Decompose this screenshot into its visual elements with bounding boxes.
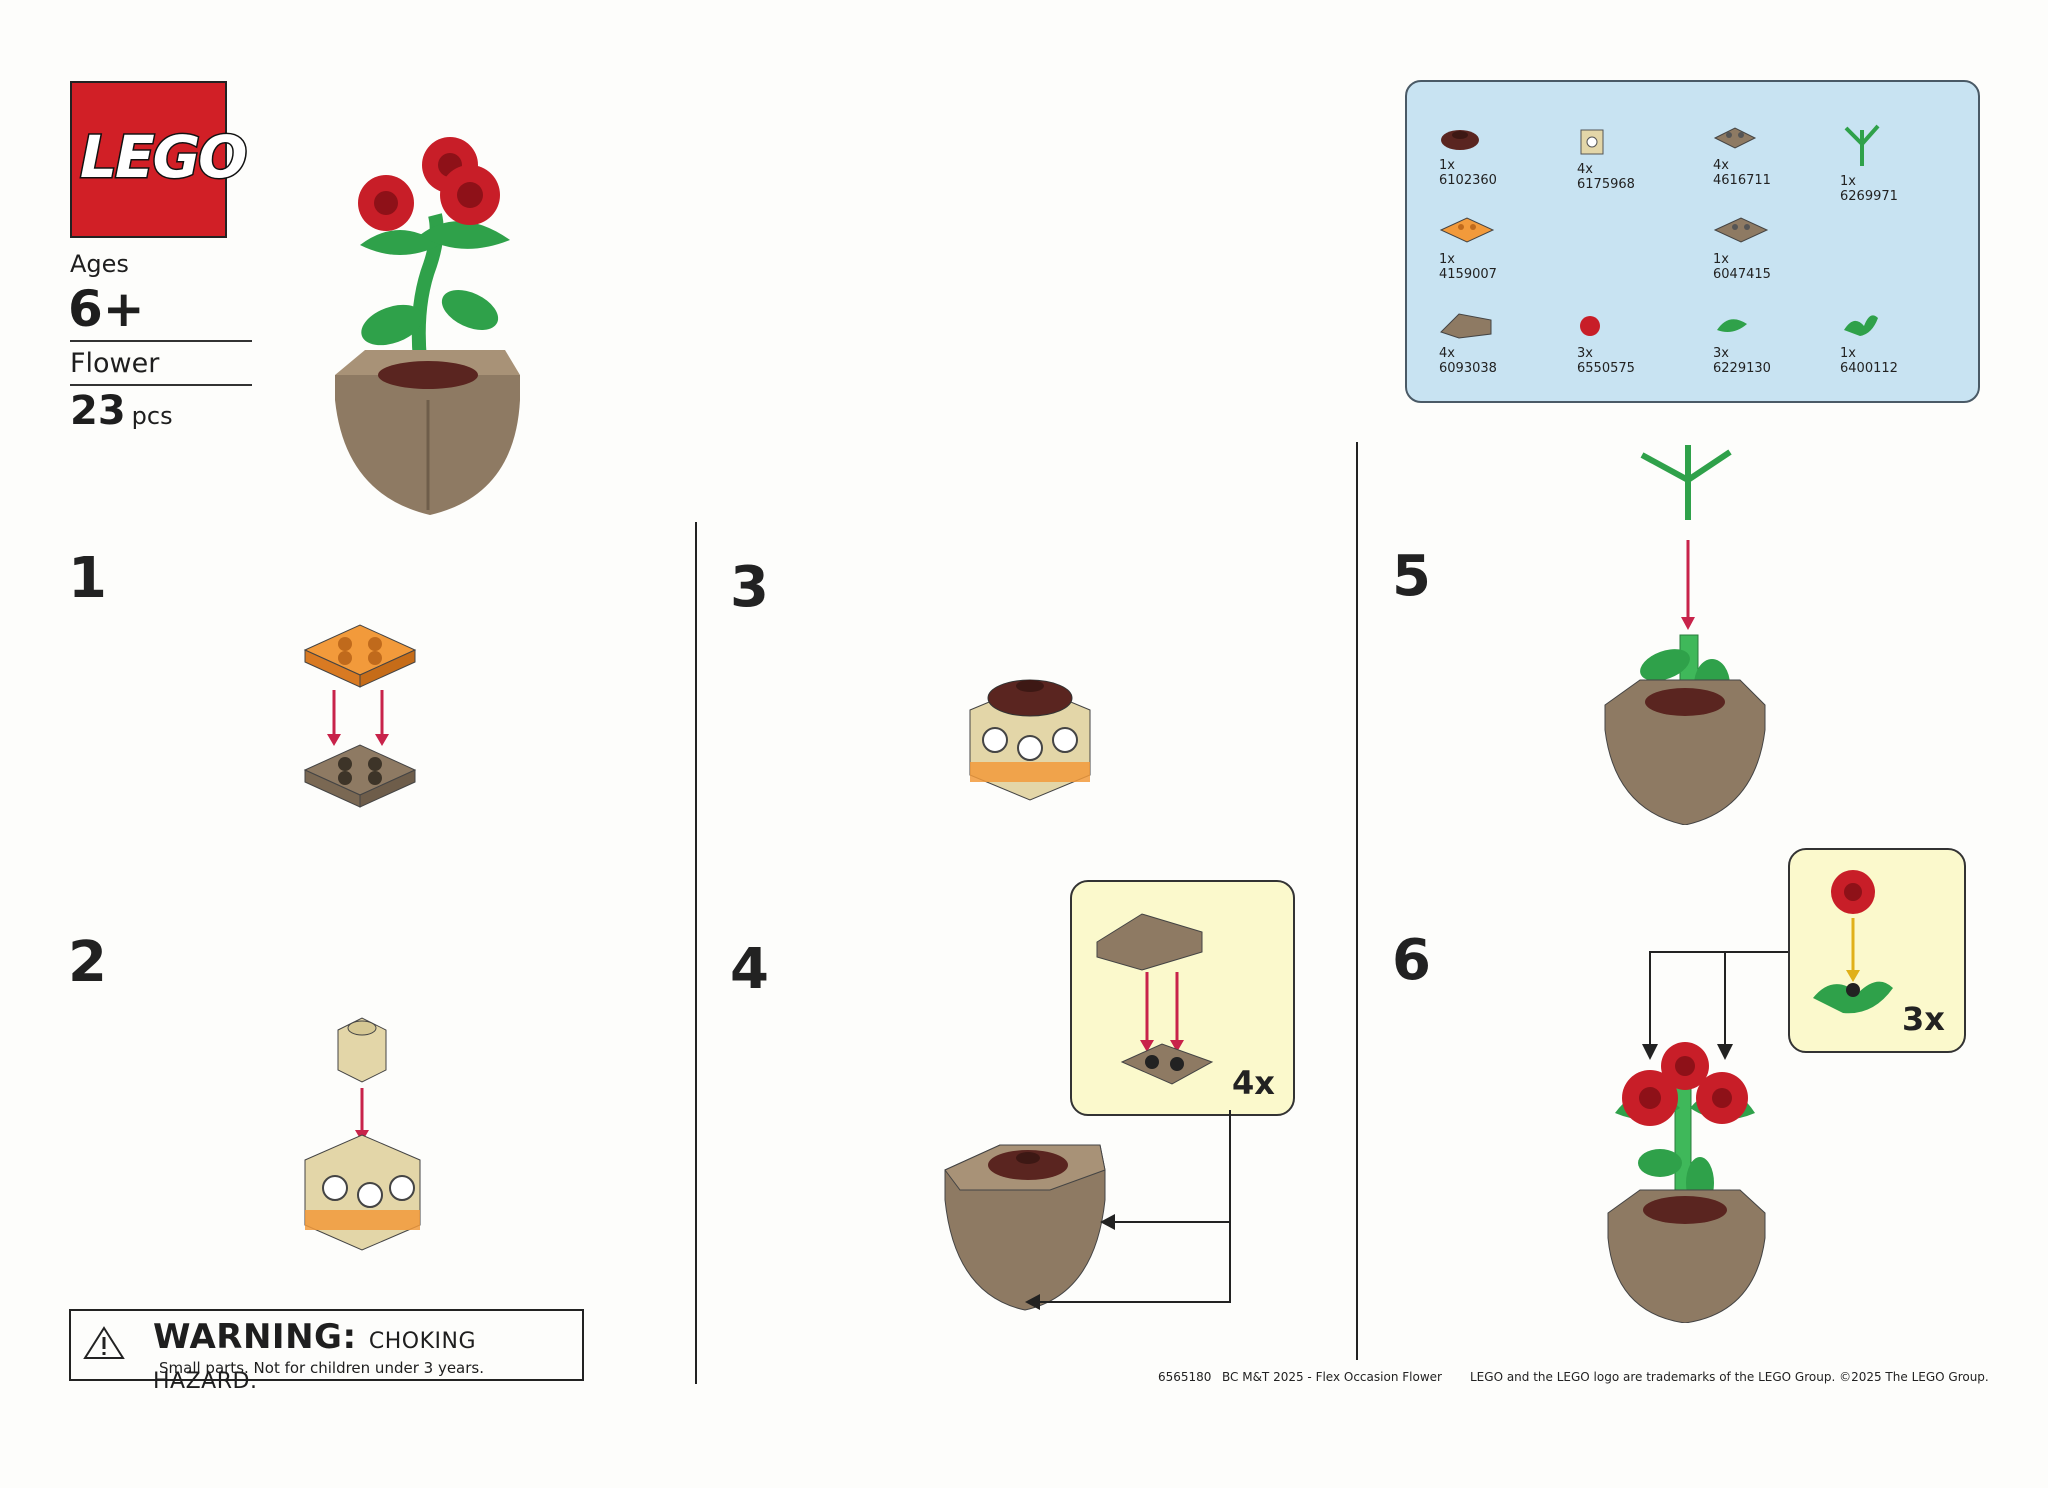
divider <box>70 384 252 386</box>
step-3-illustration <box>969 679 1091 801</box>
round-plate-icon <box>1441 130 1479 150</box>
choking-hazard-warning: WARNING: CHOKING HAZARD. Small parts. No… <box>69 1309 584 1394</box>
step-number: 6 <box>1392 928 1431 993</box>
step-5-illustration <box>1604 445 1766 825</box>
column-divider <box>695 522 697 1384</box>
warning-triangle-icon <box>83 1326 125 1359</box>
step-number: 3 <box>730 555 769 620</box>
column-divider <box>1356 442 1358 1360</box>
divider <box>70 340 252 342</box>
orange-plate-icon <box>1439 217 1495 243</box>
piece-unit: pcs <box>131 402 173 430</box>
rose-icon <box>1580 316 1600 336</box>
ages-label: Ages <box>70 250 129 278</box>
footer-line: BC M&T 2025 - Flex Occasion Flower <box>1222 1370 1442 1384</box>
brick-with-studs-icon <box>1580 129 1604 155</box>
plate-2x2-icon <box>1713 127 1757 149</box>
rose-attach-icon <box>1813 870 1893 1014</box>
stem-branch-icon <box>1844 124 1880 166</box>
curved-slope-icon <box>1440 313 1492 339</box>
step-number: 2 <box>68 930 107 995</box>
step-4-multiplier: 4x <box>1232 1064 1275 1102</box>
step-number: 1 <box>68 546 107 611</box>
plate-2x2-icon <box>1713 217 1769 243</box>
finished-model-image <box>335 137 520 515</box>
step-6-callout: 3x <box>1788 848 1966 1053</box>
step-4-callout: 4x <box>1070 880 1295 1116</box>
curved-slope-attach-icon <box>1096 913 1214 1085</box>
ages-value: 6+ <box>68 280 145 338</box>
step-number: 4 <box>730 937 769 1002</box>
leaf-icon <box>1717 319 1747 332</box>
step-6-multiplier: 3x <box>1902 1000 1945 1038</box>
lego-logo-text: LEGO <box>79 122 250 193</box>
step-4-illustration <box>944 1110 1231 1311</box>
piece-count-value: 23 <box>70 388 126 434</box>
step-2-illustration <box>304 1017 421 1251</box>
plant-leaves-icon <box>1844 315 1878 336</box>
step-1-illustration <box>303 624 417 808</box>
warning-hazard: CHOKING HAZARD. <box>153 1329 477 1394</box>
lego-logo: LEGO <box>70 81 250 238</box>
warning-title: WARNING: CHOKING HAZARD. <box>153 1317 477 1394</box>
set-name: Flower <box>70 348 160 379</box>
step-number: 5 <box>1392 544 1431 609</box>
step-6-illustration <box>1607 951 1788 1323</box>
footer-trademark: LEGO and the LEGO logo are trademarks of… <box>1470 1370 1989 1384</box>
footer-code: 6565180 <box>1158 1370 1212 1384</box>
warning-text: Small parts. Not for children under 3 ye… <box>159 1359 484 1377</box>
